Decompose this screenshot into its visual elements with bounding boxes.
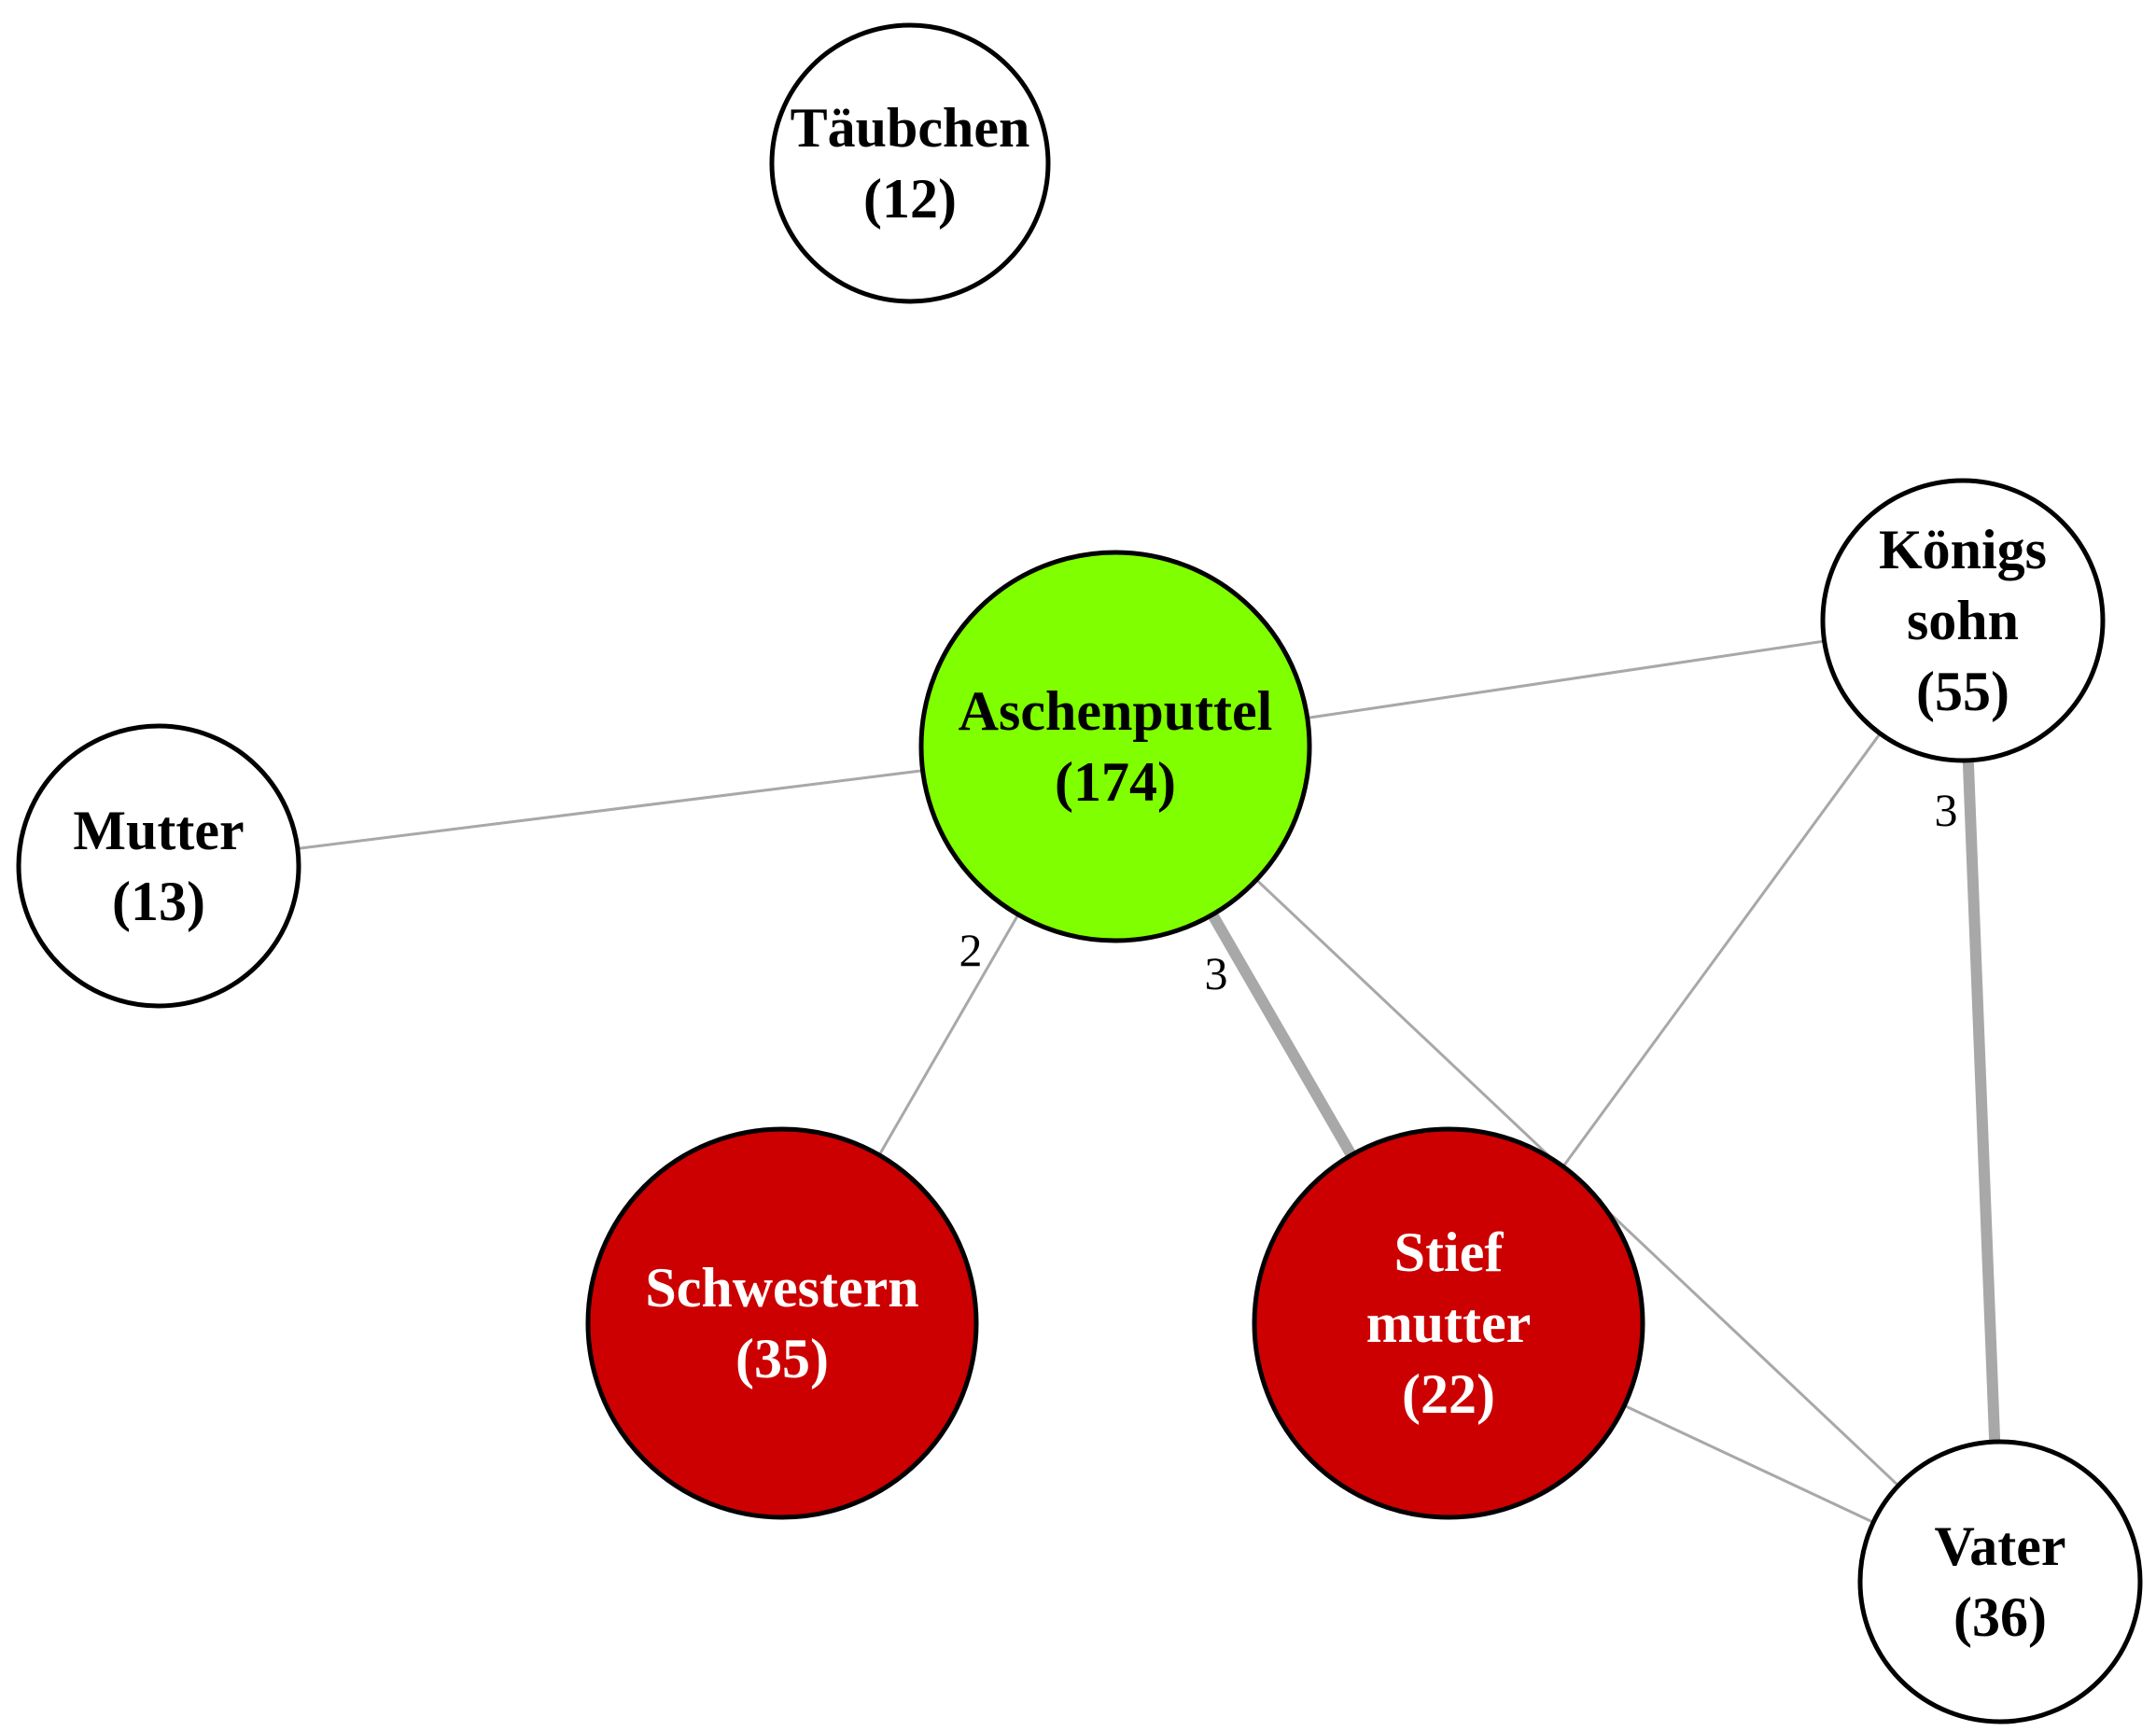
edge-weight-label-aschenputtel-schwestern: 2 [959,924,983,976]
node-label-mutter-line-1: (13) [112,871,205,932]
edge-aschenputtel-stiefmutter [1207,912,1357,1158]
node-circle-schwestern [585,1126,979,1520]
node-label-schwestern-line-1: (35) [735,1328,829,1389]
node-label-vater-line-1: (36) [1953,1586,2047,1648]
node-label-taeubchen-line-0: Täubchen [791,97,1030,159]
node-schwestern: Schwestern (35) [585,1126,979,1520]
edge-aschenputtel-koenigssohn [1307,639,1825,719]
edge-stiefmutter-vater [1623,1403,1874,1524]
node-circle-taeubchen [769,22,1051,304]
node-label-schwestern-line-0: Schwestern [645,1257,918,1319]
node-circle-mutter [16,723,301,1009]
node-label-taeubchen-line-1: (12) [863,168,957,230]
node-circle-stiefmutter [1252,1126,1645,1520]
node-circle-vater [1857,1439,2143,1724]
edge-aschenputtel-mutter [297,769,923,850]
node-vater: Vater (36) [1857,1439,2143,1724]
nodes-layer: Täubchen (12) Mutter (13) Aschenputtel (174) K… [16,22,2143,1724]
node-label-aschenputtel-line-0: Aschenputtel [959,680,1273,742]
node-label-stiefmutter-line-0: Stief [1394,1221,1505,1283]
edge-koenigssohn-stiefmutter [1561,733,1882,1168]
node-taeubchen: Täubchen (12) [769,22,1051,304]
edge-weight-label-aschenputtel-stiefmutter: 3 [1205,947,1228,999]
node-label-koenigssohn-line-0: Königs [1879,519,2047,580]
node-koenigssohn: Königs sohn (55) [1820,478,2106,763]
node-mutter: Mutter (13) [16,723,301,1009]
node-label-stiefmutter-line-1: mutter [1366,1292,1532,1354]
edge-weight-label-koenigssohn-vater: 3 [1935,784,1958,836]
node-label-stiefmutter-line-2: (22) [1402,1363,1495,1425]
edge-labels-layer: 2 3 3 [959,784,1958,999]
node-circle-aschenputtel [918,550,1312,943]
node-label-koenigssohn-line-1: sohn [1907,590,2019,651]
node-label-koenigssohn-line-2: (55) [1916,661,2009,722]
edge-koenigssohn-vater [1962,760,2001,1443]
node-aschenputtel: Aschenputtel (174) [918,550,1312,943]
edge-aschenputtel-schwestern [877,914,1020,1156]
node-stiefmutter: Stief mutter (22) [1252,1126,1645,1520]
node-label-vater-line-0: Vater [1934,1515,2065,1577]
node-label-aschenputtel-line-1: (174) [1055,751,1176,813]
node-label-mutter-line-0: Mutter [73,800,244,861]
node-circle-koenigssohn [1820,478,2106,763]
